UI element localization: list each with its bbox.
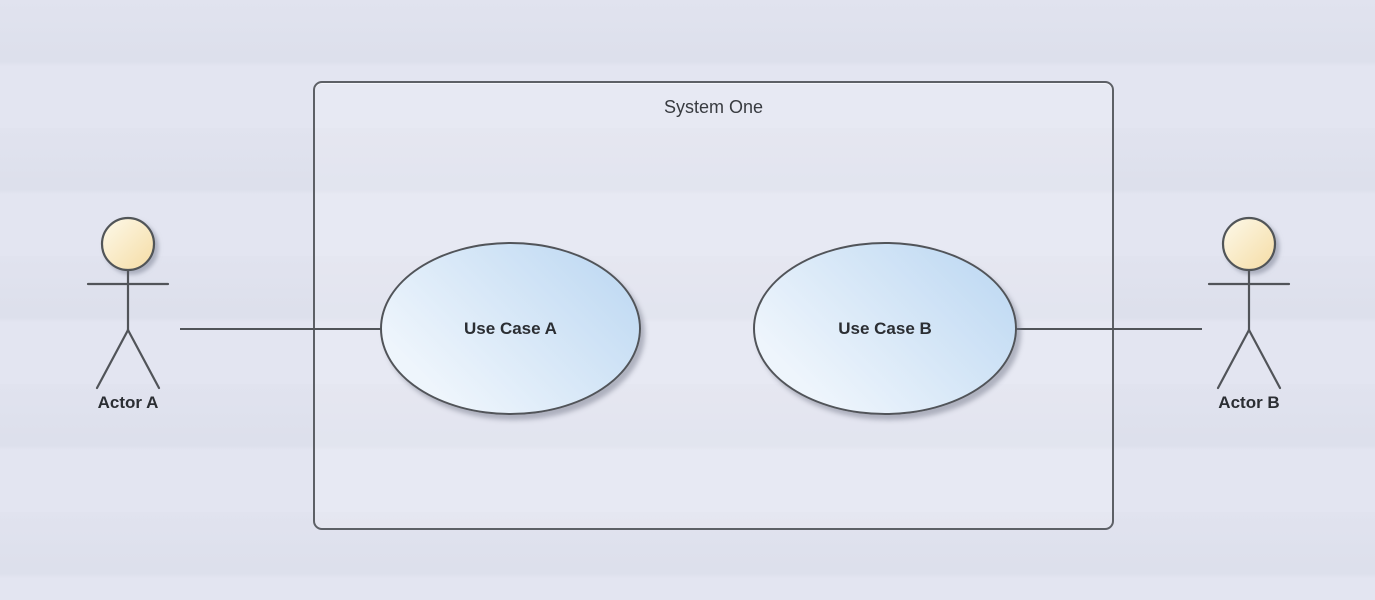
system-boundary-title: System One xyxy=(663,97,764,117)
actor-b-figure[interactable]: Actor B xyxy=(1206,210,1292,414)
actor-a-left-leg xyxy=(95,328,130,390)
use-case-b-label: Use Case B xyxy=(838,318,932,338)
actor-stick-figure-icon xyxy=(1207,216,1291,390)
actor-a-right-leg xyxy=(126,328,161,390)
actor-b-left-leg xyxy=(1216,328,1251,390)
actor-a-head xyxy=(100,216,156,272)
actor-a-label: Actor A xyxy=(97,393,159,412)
association-actor-b-use-case-b[interactable] xyxy=(1015,328,1202,330)
use-case-a-label: Use Case A xyxy=(464,318,557,338)
actor-b-label: Actor B xyxy=(1218,393,1280,412)
actor-a-figure[interactable]: Actor A xyxy=(85,210,171,414)
use-case-a-ellipse[interactable]: Use Case A xyxy=(380,242,641,415)
actor-stick-figure-icon xyxy=(86,216,170,390)
actor-b-right-leg xyxy=(1247,328,1282,390)
association-actor-a-use-case-a[interactable] xyxy=(180,328,383,330)
actor-b-head xyxy=(1221,216,1277,272)
use-case-b-ellipse[interactable]: Use Case B xyxy=(753,242,1017,415)
